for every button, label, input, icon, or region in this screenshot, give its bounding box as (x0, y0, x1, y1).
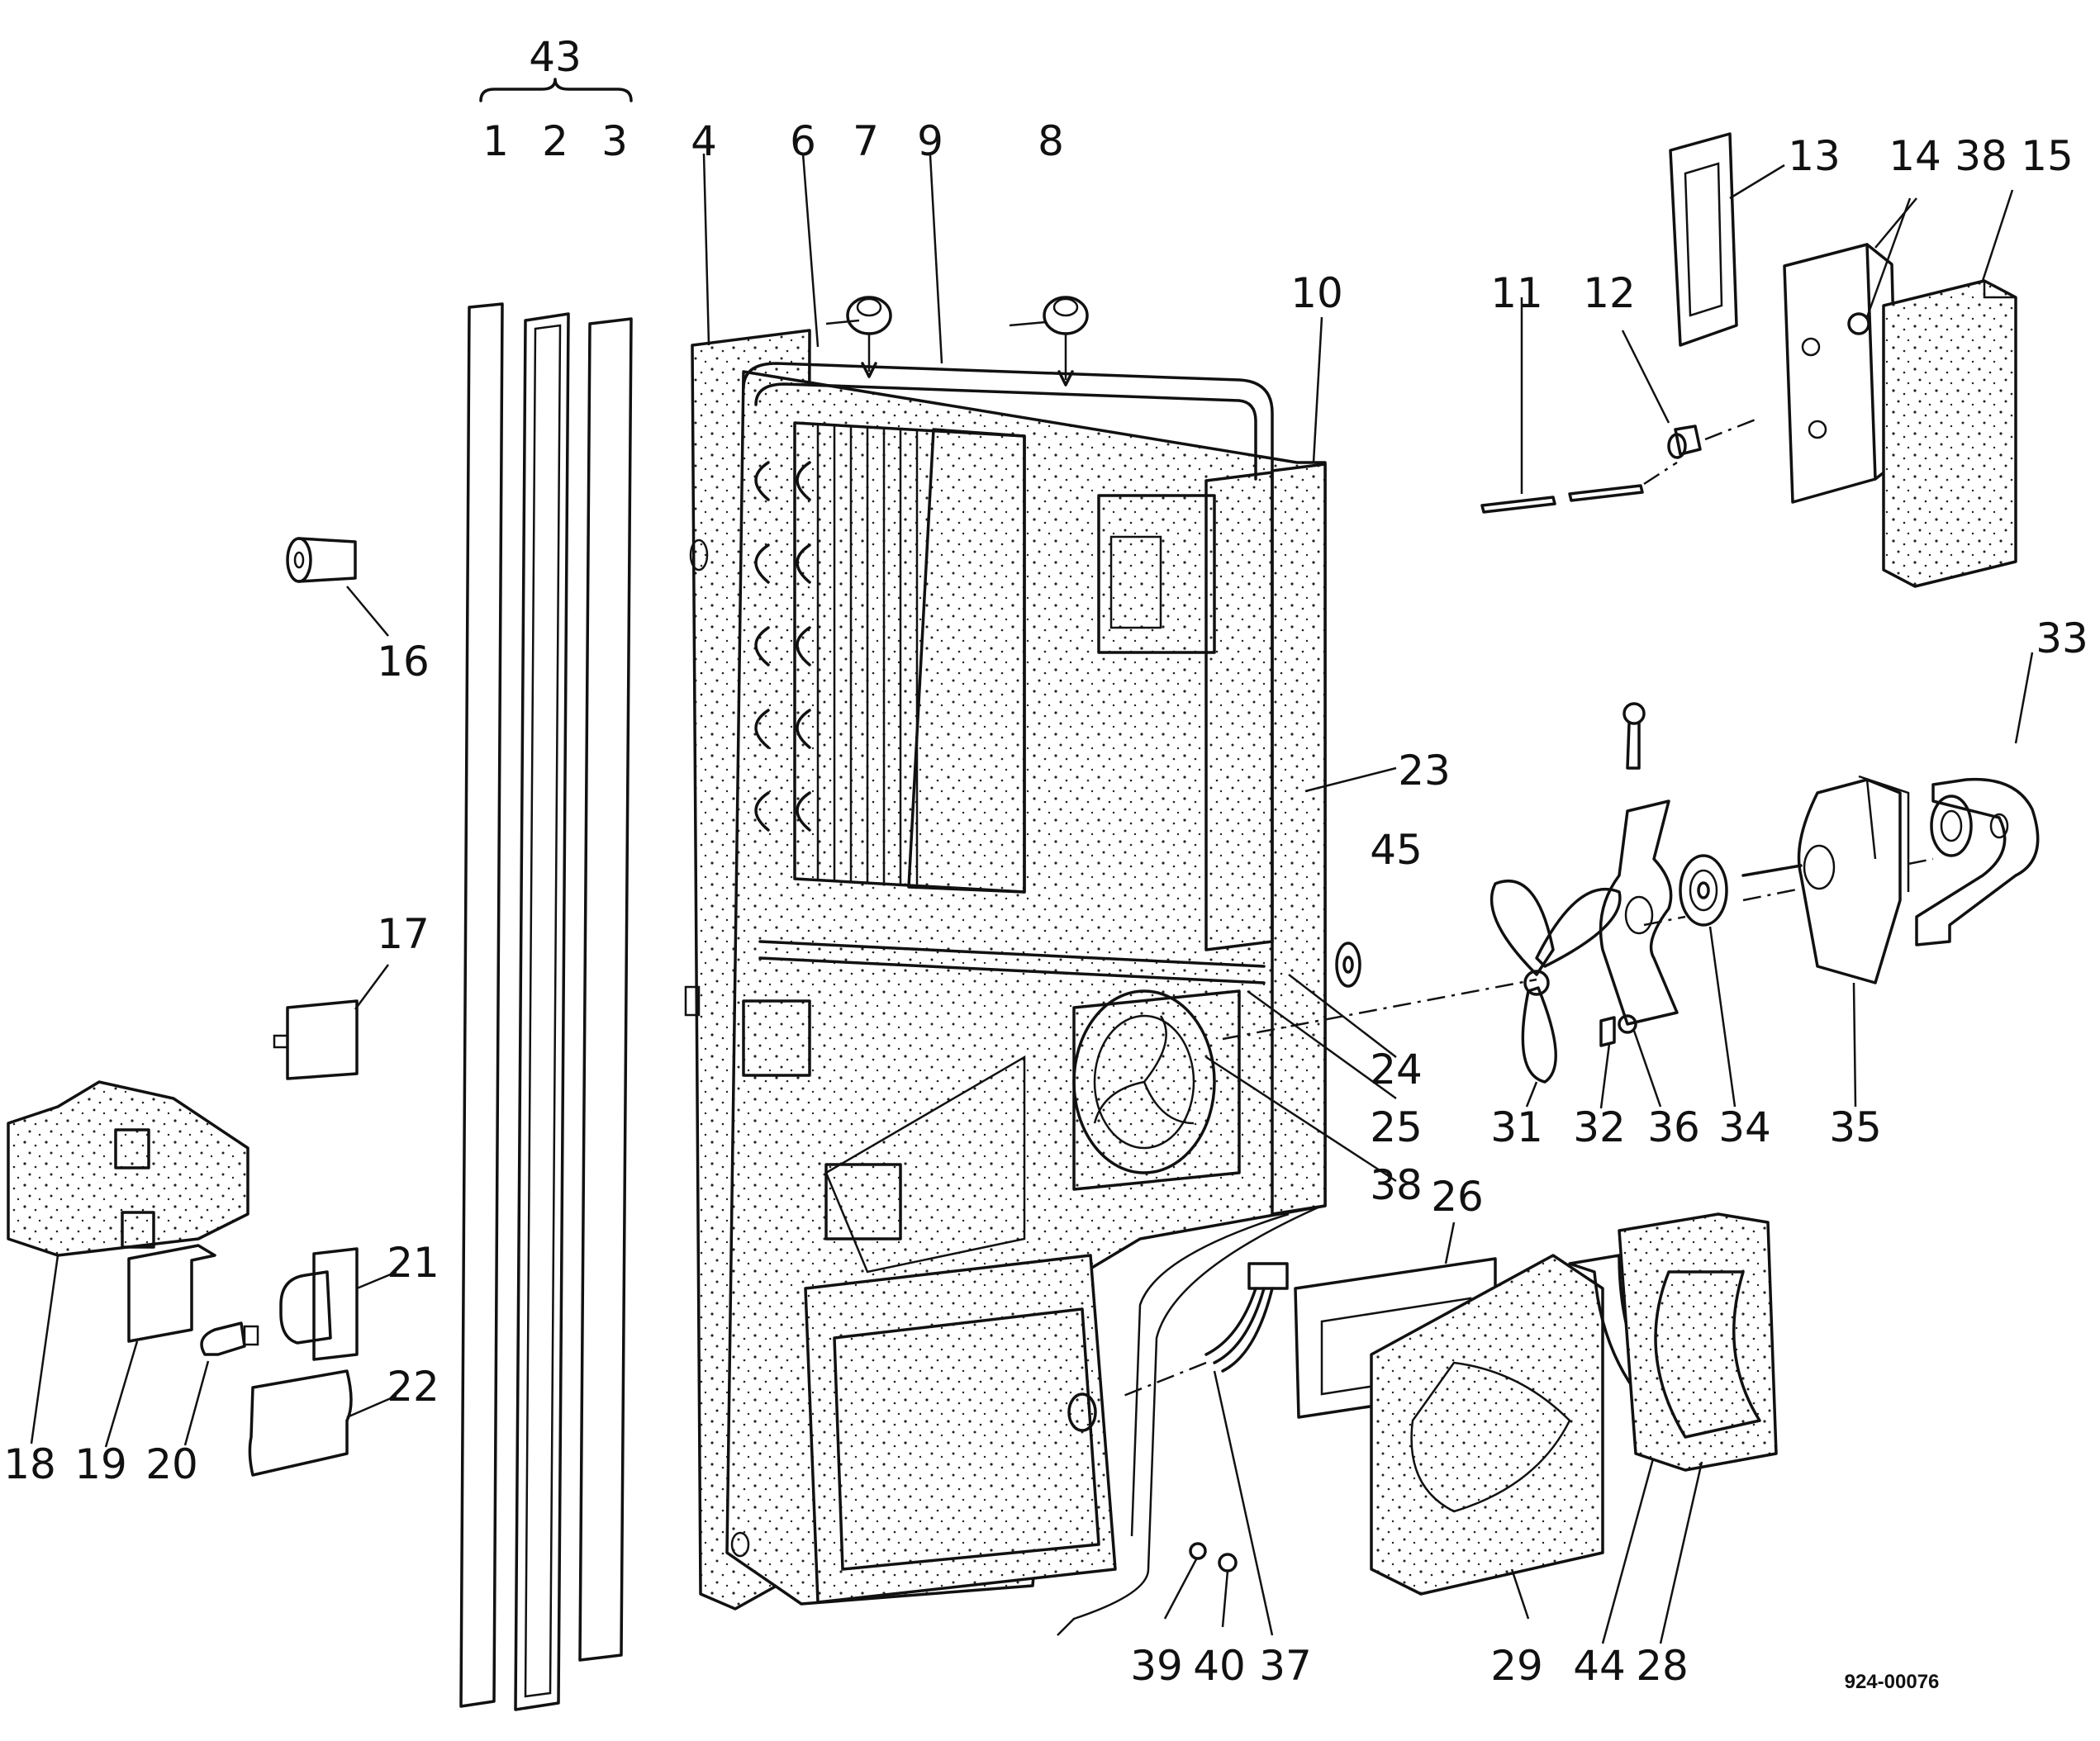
label-24: 24 (1370, 1046, 1423, 1093)
switch-17 (273, 964, 390, 1080)
fan-motor-35 (1741, 775, 1910, 1108)
label-33: 33 (2036, 614, 2088, 662)
cover-15 (1882, 189, 2017, 588)
label-35: 35 (1829, 1103, 1882, 1151)
gasket-strip-2 (514, 312, 570, 1711)
label-14: 14 (1889, 132, 1941, 180)
lamp-20 (183, 1321, 259, 1446)
fan-bracket-32 (1599, 799, 1679, 1109)
label-8: 8 (1038, 117, 1064, 165)
label-20: 20 (145, 1440, 198, 1488)
label-32: 32 (1573, 1103, 1626, 1151)
evaporator-9 (793, 421, 1026, 894)
label-25: 25 (1370, 1103, 1423, 1151)
label-11: 11 (1490, 269, 1543, 317)
label-17: 17 (377, 910, 430, 958)
label-16: 16 (377, 638, 430, 685)
wiring-37 (1123, 1262, 1289, 1636)
screw-36 (1618, 702, 1662, 1108)
label-36: 36 (1647, 1103, 1700, 1151)
washer-45 (1335, 942, 1361, 988)
label-15: 15 (2021, 132, 2074, 180)
label-22: 22 (387, 1363, 439, 1411)
label-45: 45 (1370, 826, 1423, 874)
label-6: 6 (790, 117, 816, 165)
fan-housing (1072, 989, 1241, 1191)
label-3: 3 (601, 117, 628, 165)
socket-21 (279, 1247, 397, 1361)
label-21: 21 (387, 1239, 439, 1287)
side-frame-10 (1204, 463, 1327, 1216)
rod-11 (1480, 297, 1644, 514)
label-43: 43 (529, 33, 582, 81)
fan-blade-31 (1489, 879, 1622, 1108)
cover-22 (248, 1369, 397, 1477)
label-39: 39 (1130, 1642, 1183, 1690)
label-38-mid: 38 (1370, 1161, 1423, 1209)
knob-16 (286, 537, 389, 637)
label-38-top: 38 (1955, 132, 2007, 180)
foam-block-29 (1370, 1254, 1604, 1620)
brace-43 (479, 78, 633, 102)
label-10: 10 (1290, 269, 1343, 317)
screw-39 (1163, 1542, 1207, 1620)
bracket-19 (104, 1244, 216, 1448)
label-28: 28 (1636, 1642, 1689, 1690)
label-44: 44 (1573, 1642, 1626, 1690)
drawing-code: 924-00076 (1845, 1671, 1940, 1693)
label-37: 37 (1259, 1642, 1312, 1690)
label-29: 29 (1490, 1642, 1543, 1690)
housing-18 (7, 1080, 249, 1445)
label-18: 18 (3, 1440, 56, 1488)
sensor-8 (1009, 296, 1089, 387)
label-34: 34 (1718, 1103, 1771, 1151)
callout-labels: 43 1 2 3 4 6 7 9 8 10 11 12 13 14 38 15 … (3, 33, 2088, 1693)
label-2: 2 (542, 117, 568, 165)
label-23: 23 (1398, 747, 1451, 795)
pulley-34 (1679, 854, 1737, 1108)
lower-tray (742, 999, 1117, 1604)
label-1: 1 (482, 117, 509, 165)
label-7: 7 (853, 117, 879, 165)
gasket-strip-3 (578, 317, 633, 1662)
sensor-7 (825, 296, 892, 378)
rear-panel (1057, 1204, 1323, 1636)
label-31: 31 (1490, 1103, 1543, 1151)
coil-tubing (742, 362, 1274, 984)
screw-38a (1847, 197, 1912, 335)
nut-40 (1218, 1553, 1238, 1628)
bushing-12 (1621, 330, 1760, 486)
foam-duct-28 (1618, 1212, 1778, 1644)
label-4: 4 (691, 117, 717, 165)
label-19: 19 (74, 1440, 127, 1488)
control-box (1097, 494, 1216, 654)
leader-lines (702, 153, 1397, 1183)
motor-bracket-33 (1915, 652, 2040, 946)
label-40: 40 (1193, 1642, 1246, 1690)
label-9: 9 (917, 117, 943, 165)
label-13: 13 (1788, 132, 1841, 180)
label-26: 26 (1431, 1173, 1484, 1221)
label-12: 12 (1583, 269, 1636, 317)
gasket-strip-1 (459, 302, 504, 1708)
frame-13 (1669, 132, 1785, 347)
